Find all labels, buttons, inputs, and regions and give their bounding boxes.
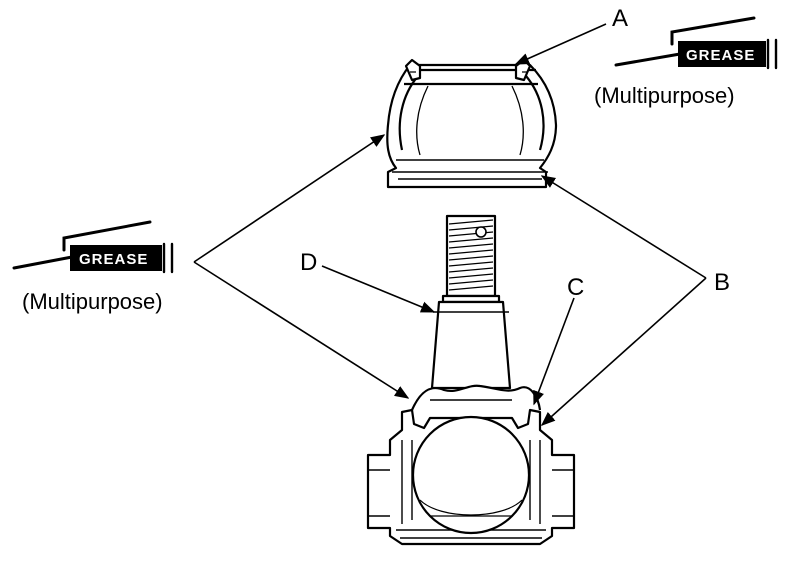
leader-grease-boot — [193, 134, 386, 263]
callout-d: D — [300, 249, 317, 276]
grease-label-right: GREASE — [686, 47, 755, 64]
dust-boot — [386, 58, 558, 189]
grease-tube-left: GREASE (Multipurpose) — [12, 220, 174, 314]
leader-lines — [193, 23, 707, 426]
callout-a: A — [612, 5, 628, 32]
callout-b: B — [714, 269, 730, 296]
grease-label-left: GREASE — [79, 251, 148, 268]
leader-grease-joint — [193, 261, 410, 399]
leader-a — [514, 23, 607, 65]
multipurpose-note-left: (Multipurpose) — [22, 289, 163, 314]
leader-b-top — [540, 175, 707, 279]
multipurpose-note-right: (Multipurpose) — [594, 83, 735, 108]
grease-tube-right: GREASE (Multipurpose) — [594, 16, 778, 108]
leader-b-bottom — [540, 277, 707, 426]
leader-d — [321, 265, 436, 313]
grease-tube-icon — [12, 220, 174, 274]
stud-threads — [448, 219, 494, 291]
ball-joint — [366, 214, 576, 546]
leader-c — [533, 297, 575, 406]
grease-tube-icon — [614, 16, 778, 70]
callout-c: C — [567, 274, 584, 301]
